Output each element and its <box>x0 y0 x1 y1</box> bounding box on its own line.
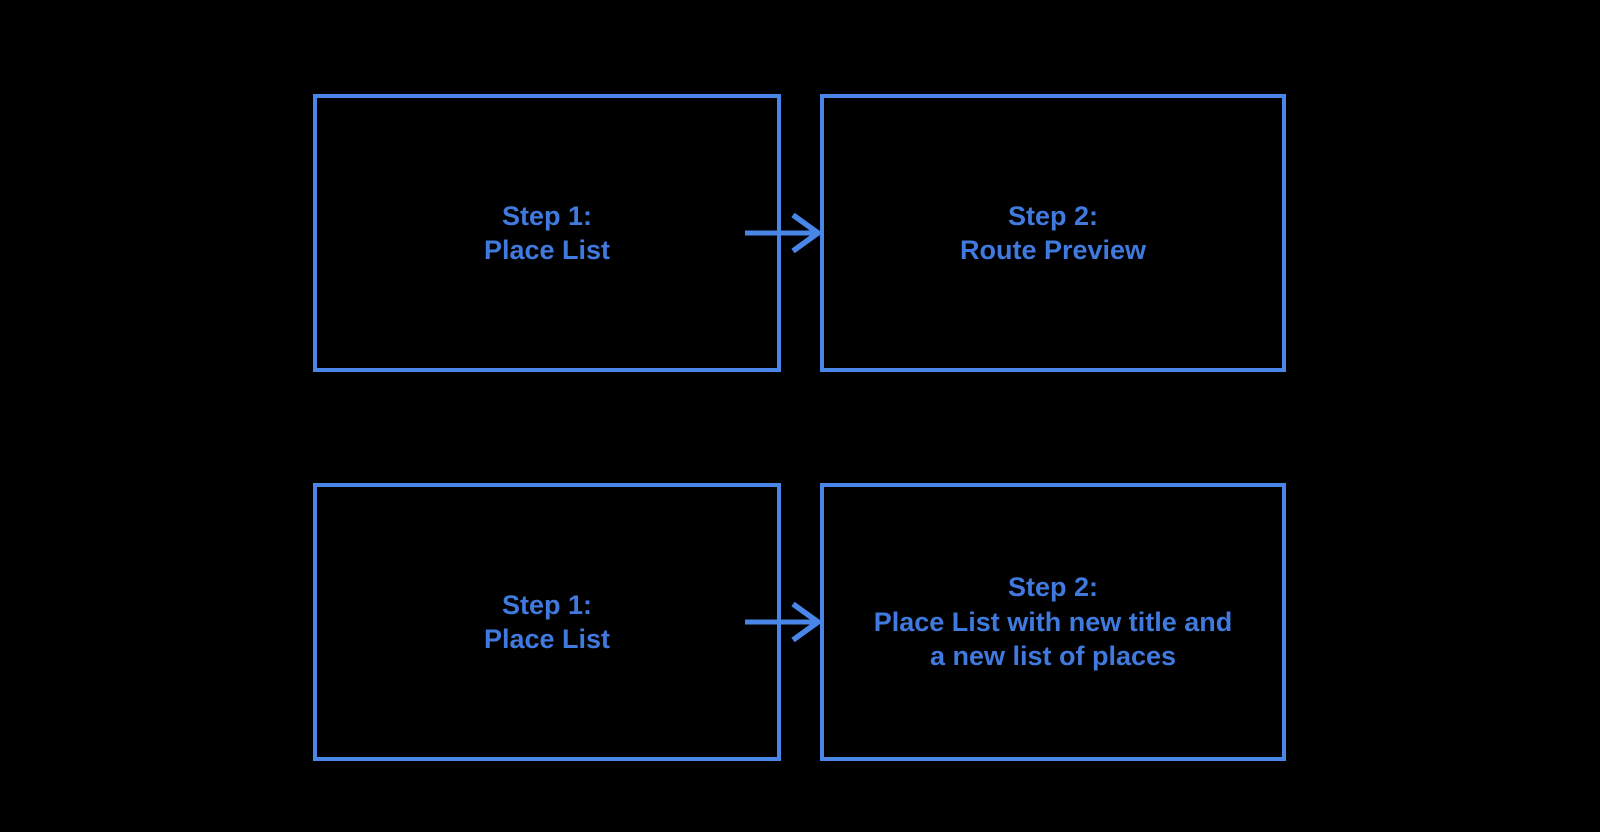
step1-place-list-box-row1: Step 1: Place List <box>313 94 781 372</box>
step2-route-preview-box: Step 2: Route Preview <box>820 94 1286 372</box>
step-title: Step 1: <box>501 589 593 620</box>
step-subtitle: Place List <box>483 624 611 654</box>
step-subtitle: Route Preview <box>959 235 1147 265</box>
right-arrow-icon <box>745 601 822 643</box>
right-arrow-icon <box>745 212 822 254</box>
step-title: Step 2: <box>1007 200 1099 231</box>
step1-place-list-box-row2: Step 1: Place List <box>313 483 781 761</box>
step-subtitle: Place List with new title and <box>873 606 1233 637</box>
step-subtitle-line2: a new list of places <box>929 641 1177 672</box>
step2-new-place-list-box: Step 2: Place List with new title and a … <box>820 483 1286 761</box>
step-title: Step 2: <box>1007 572 1099 603</box>
step-subtitle: Place List <box>483 235 611 265</box>
step-title: Step 1: <box>501 200 593 231</box>
